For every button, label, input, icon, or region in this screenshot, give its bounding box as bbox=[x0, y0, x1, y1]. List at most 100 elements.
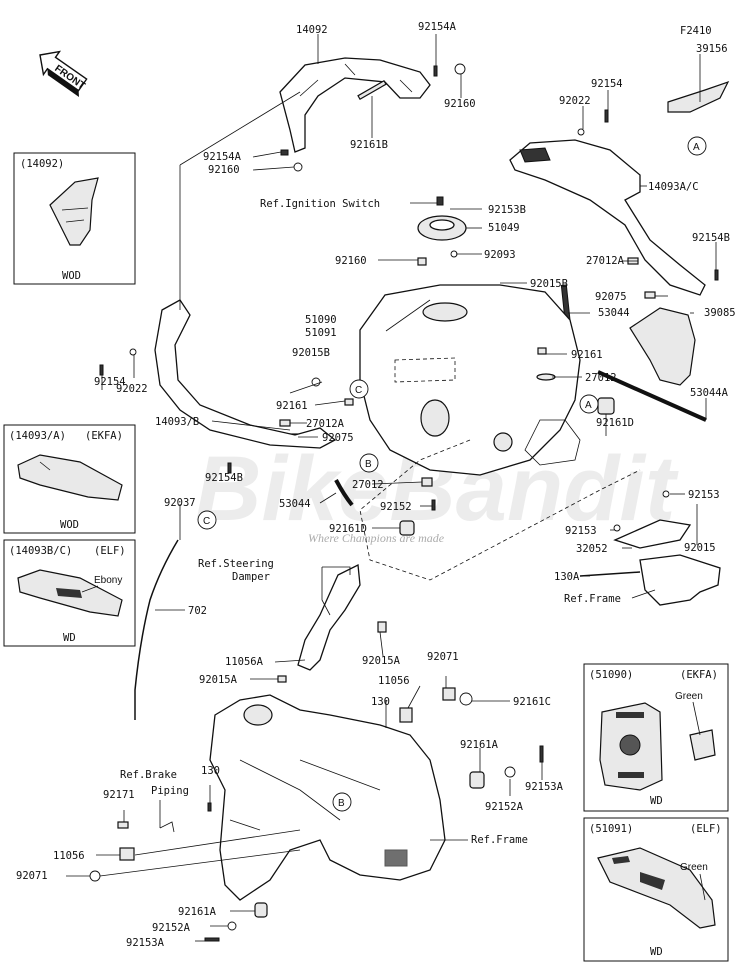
label-92161-r: 92161 bbox=[571, 349, 603, 361]
inset-14093bc-note: Ebony bbox=[94, 575, 122, 586]
bolt-92154-r bbox=[604, 109, 609, 123]
label-14092: 14092 bbox=[296, 24, 328, 36]
label-53044-l: 53044 bbox=[279, 498, 311, 510]
pad-92161-r bbox=[537, 347, 547, 355]
label-ref-frame-b: Ref.Frame bbox=[471, 834, 528, 846]
label-92161-l: 92161 bbox=[276, 400, 308, 412]
label-27012-c: 27012 bbox=[352, 479, 384, 491]
steering-damper-bracket bbox=[297, 563, 361, 671]
grommet-92015b-l bbox=[311, 377, 321, 387]
label-51091: 51091 bbox=[305, 327, 337, 339]
strip-53044-l bbox=[334, 479, 354, 507]
label-damper: Damper bbox=[232, 571, 270, 583]
label-32052: 32052 bbox=[576, 543, 608, 555]
label-92160-top: 92160 bbox=[444, 98, 476, 110]
bolt-92154a-top bbox=[433, 65, 438, 77]
inset-51090-frame bbox=[583, 663, 729, 812]
grommet-92015a-r bbox=[377, 621, 387, 633]
inset-51090-variant: (EKFA) bbox=[680, 669, 718, 681]
label-ref-brake: Ref.Brake bbox=[120, 769, 177, 781]
label-92153-a: 92153 bbox=[688, 489, 720, 501]
washer-92022-l bbox=[129, 348, 137, 356]
label-53044: 53044 bbox=[598, 307, 630, 319]
label-53044a: 53044A bbox=[690, 387, 729, 399]
label-92161a-b: 92161A bbox=[178, 906, 217, 918]
inset-14093a: (14093/A) (EKFA) WOD bbox=[3, 424, 136, 534]
inset-14093a-code: WOD bbox=[60, 519, 79, 531]
bush-92075-r bbox=[644, 291, 656, 299]
bolt-92153a-r bbox=[539, 745, 544, 763]
label-92152a-r: 92152A bbox=[485, 801, 524, 813]
inset-14092: (14092) WOD bbox=[13, 152, 136, 285]
ref-frame-right-part bbox=[639, 554, 721, 606]
label-92152-c: 92152 bbox=[380, 501, 412, 513]
fuel-pump bbox=[420, 399, 450, 437]
label-92075-l: 92075 bbox=[322, 432, 354, 444]
grommet-92160-mid bbox=[293, 162, 303, 172]
callout-a-mid: A bbox=[579, 394, 599, 414]
label-92160-mid: 92160 bbox=[208, 164, 240, 176]
label-11056a: 11056A bbox=[225, 656, 264, 668]
inset-51090-part: (51090) bbox=[589, 669, 633, 681]
label-ref-ignition: Ref.Ignition Switch bbox=[260, 198, 380, 210]
bracket-11056-l bbox=[119, 847, 135, 861]
callout-b-frame: B bbox=[332, 792, 352, 812]
grommet-92160-top bbox=[454, 63, 466, 75]
callout-a-top: A bbox=[687, 136, 707, 156]
callout-c-hose: C bbox=[197, 510, 217, 530]
label-92161a-r: 92161A bbox=[460, 739, 499, 751]
label-ref-steering: Ref.Steering bbox=[198, 558, 274, 570]
inset-14093bc-code: WD bbox=[63, 632, 76, 644]
label-92015a-l: 92015A bbox=[199, 674, 238, 686]
cowl-14092 bbox=[279, 57, 431, 153]
label-92153a-b: 92153A bbox=[126, 937, 165, 949]
hose-702 bbox=[134, 539, 179, 720]
clip-92171 bbox=[117, 821, 129, 829]
inset-14093bc-part: (14093B/C) bbox=[9, 545, 72, 557]
inset-14092-code: WOD bbox=[62, 270, 81, 282]
collar-92152a-r bbox=[504, 766, 516, 778]
label-130-mid: 130 bbox=[371, 696, 390, 708]
pad-39156 bbox=[667, 80, 730, 113]
label-702: 702 bbox=[188, 605, 207, 617]
inset-14093bc-frame bbox=[3, 539, 136, 647]
label-92154a-mid: 92154A bbox=[203, 151, 242, 163]
inset-51091-variant: (ELF) bbox=[690, 823, 722, 835]
damper-92161a-b bbox=[254, 902, 268, 918]
label-51090: 51090 bbox=[305, 314, 337, 326]
inset-51091-part: (51091) bbox=[589, 823, 633, 835]
label-92152a-b: 92152A bbox=[152, 922, 191, 934]
grommet-92160-c bbox=[417, 257, 427, 266]
bolt-92153b bbox=[436, 196, 444, 206]
label-92161d-c: 92161D bbox=[329, 523, 367, 535]
label-92154-l: 92154 bbox=[94, 376, 126, 388]
frame bbox=[209, 694, 446, 901]
grommet-92015a-l bbox=[277, 675, 287, 683]
bolt-92154a-mid bbox=[280, 149, 289, 156]
label-92015: 92015 bbox=[684, 542, 716, 554]
inset-14093a-part: (14093/A) bbox=[9, 430, 66, 442]
label-92161d-r: 92161D bbox=[596, 417, 634, 429]
label-92015b-l: 92015B bbox=[292, 347, 330, 359]
label-92171: 92171 bbox=[103, 789, 135, 801]
svg-text:A: A bbox=[585, 400, 592, 411]
leader-lines bbox=[66, 34, 717, 942]
pad-27012a-l bbox=[279, 419, 291, 427]
label-11056-l: 11056 bbox=[53, 850, 85, 862]
callout-b-tank: B bbox=[359, 453, 379, 473]
inset-14093bc-variant: (ELF) bbox=[94, 545, 126, 557]
label-92154-r: 92154 bbox=[591, 78, 623, 90]
label-92037: 92037 bbox=[164, 497, 196, 509]
fuel-tank-51090 bbox=[359, 284, 581, 476]
bolt-92154b-r bbox=[714, 269, 719, 281]
bolt-92154-l bbox=[99, 364, 104, 376]
inset-14092-frame bbox=[13, 152, 136, 285]
label-92154b-r: 92154B bbox=[692, 232, 730, 244]
side-cover-14093b bbox=[154, 299, 337, 449]
label-92154b-l: 92154B bbox=[205, 472, 243, 484]
inset-14093bc: (14093B/C) (ELF) Ebony WD bbox=[3, 539, 136, 647]
label-130a: 130A bbox=[554, 571, 580, 583]
strip-92161b bbox=[357, 79, 387, 101]
pad-27012-c bbox=[421, 477, 433, 487]
strip-53044a bbox=[597, 370, 707, 422]
